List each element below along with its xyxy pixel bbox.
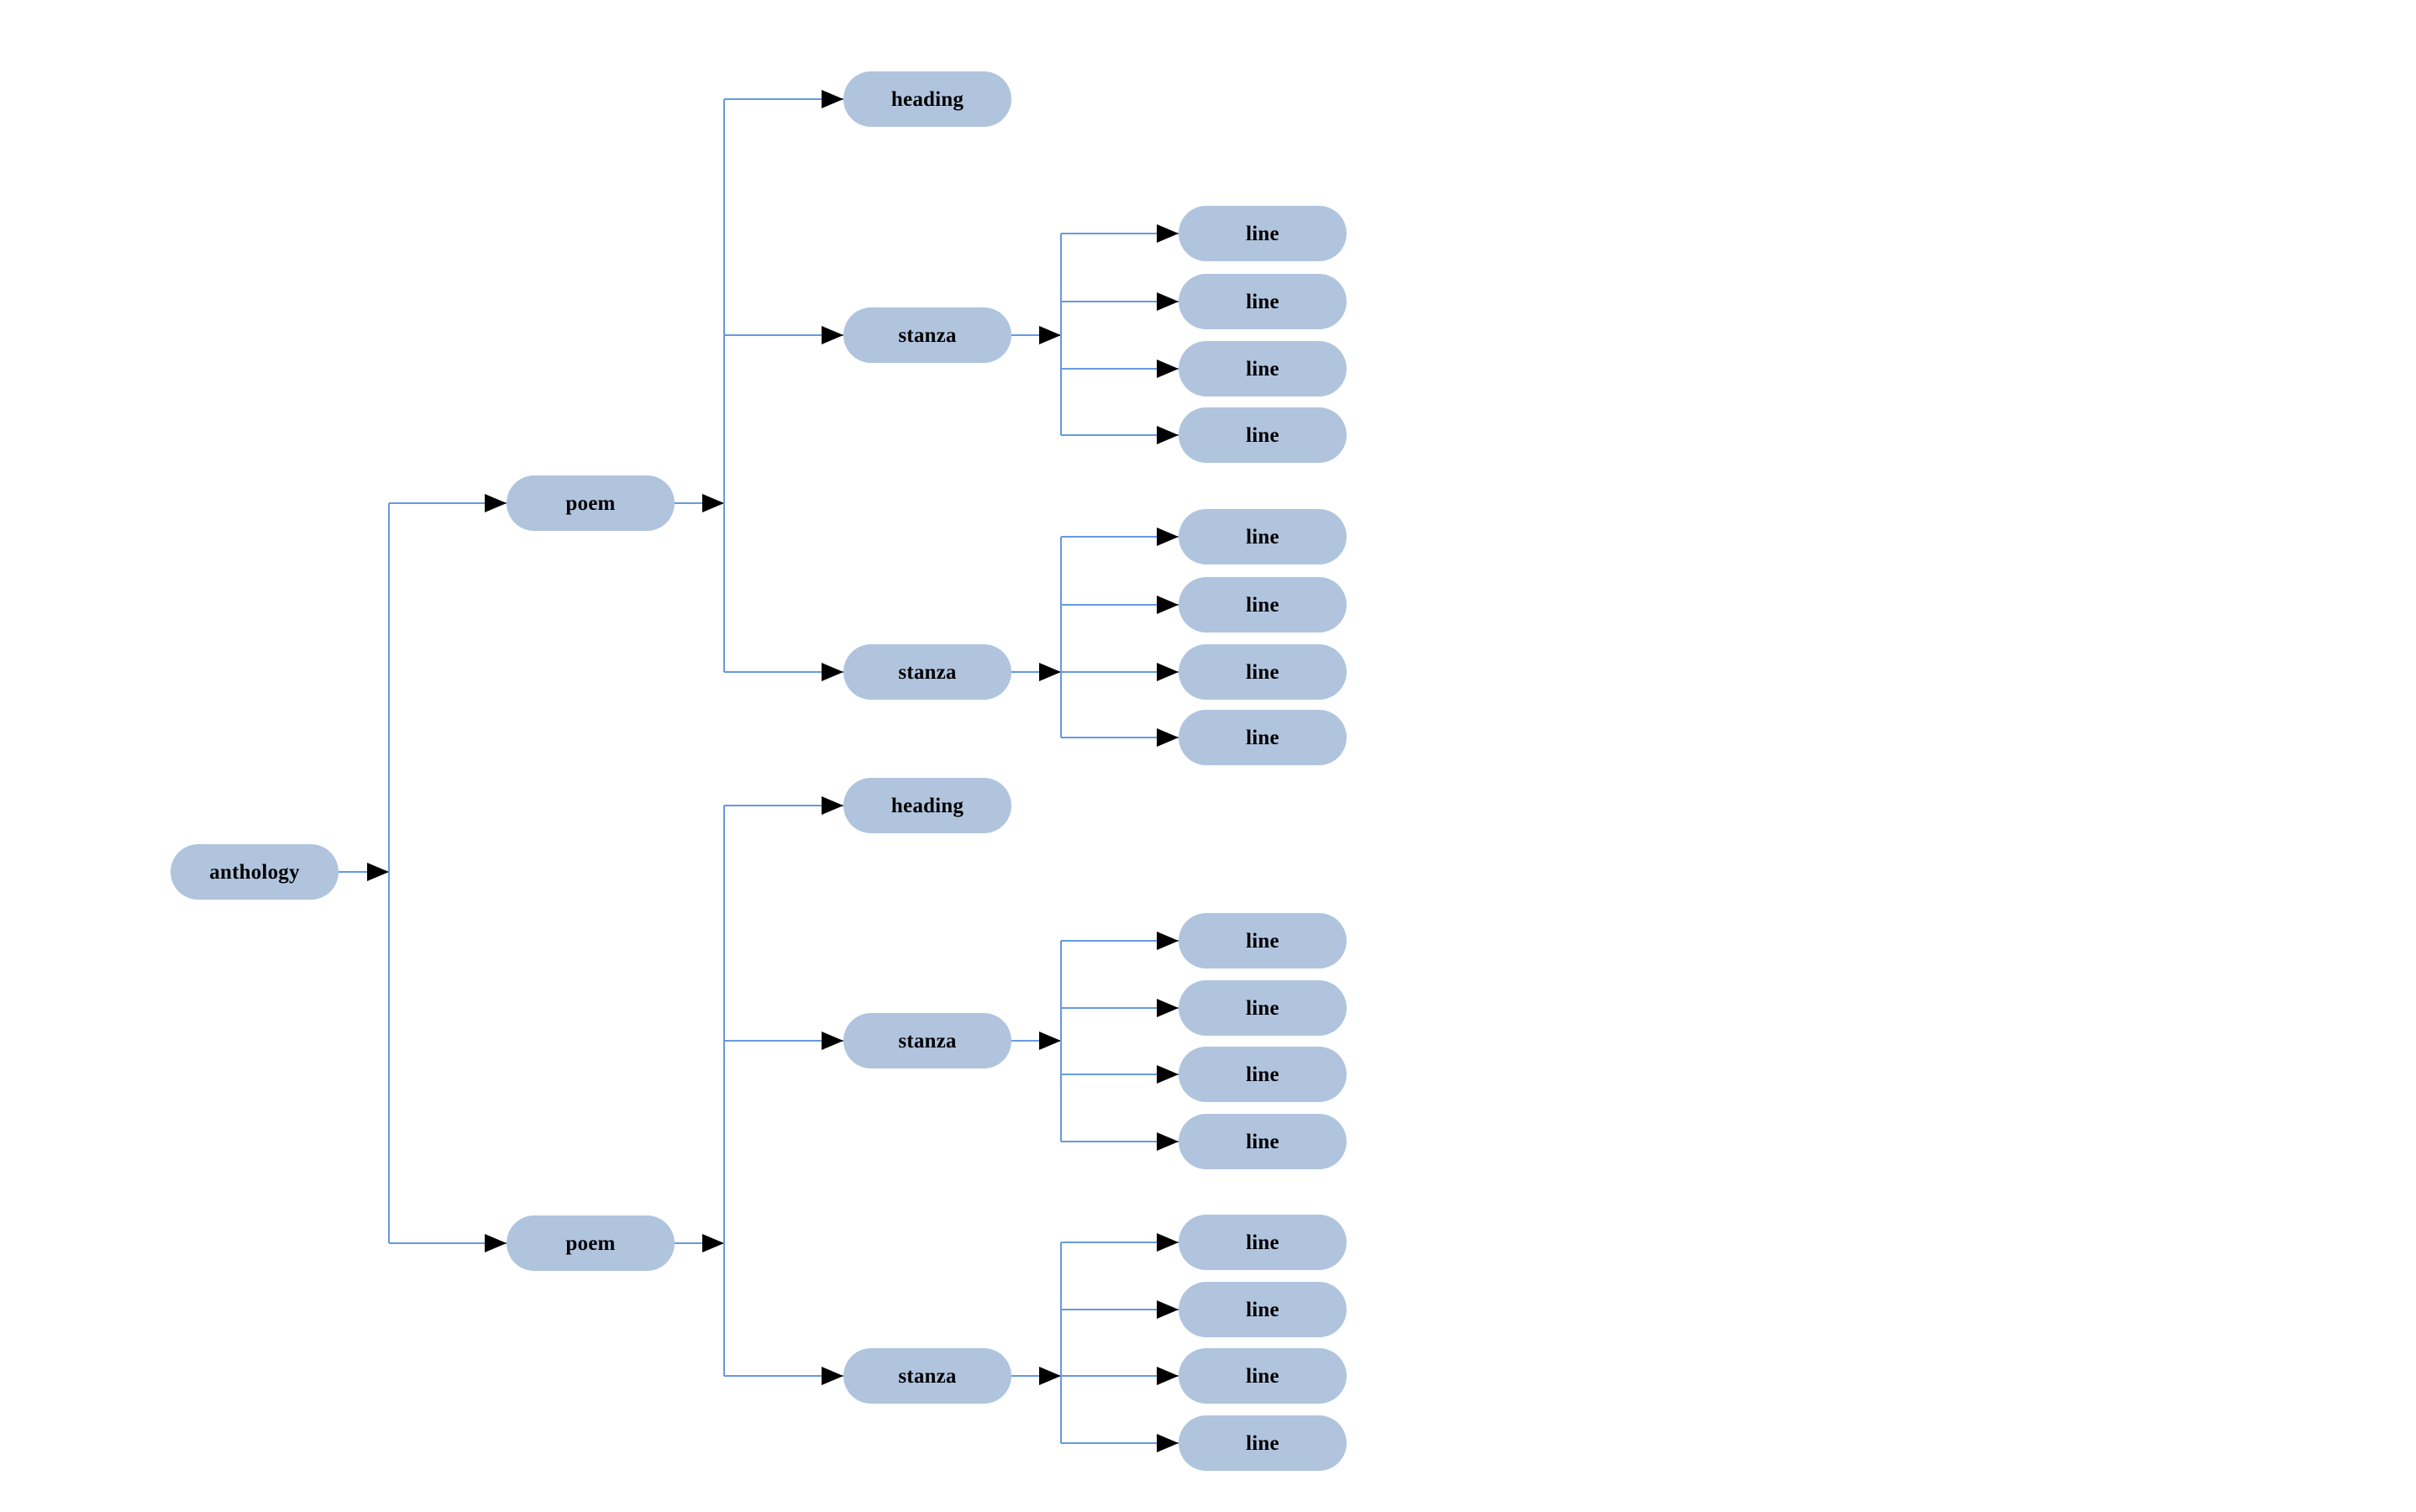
tree-node-stanza3[interactable]: stanza (843, 1013, 1011, 1068)
arrow-head-icon (822, 326, 843, 344)
tree-node-label: heading (890, 794, 964, 817)
tree-node-p1s2line3[interactable]: line (1179, 644, 1347, 700)
tree-node-label: line (1246, 1063, 1279, 1086)
tree-node-label: poem (565, 491, 616, 515)
tree-node-p1s2line4[interactable]: line (1179, 710, 1347, 765)
arrow-head-icon (485, 494, 507, 512)
tree-node-label: line (1246, 1431, 1279, 1455)
arrow-head-icon (822, 1367, 843, 1385)
arrow-head-icon (1157, 1065, 1179, 1084)
tree-node-label: line (1246, 222, 1279, 245)
tree-node-label: line (1246, 1298, 1279, 1321)
arrow-head-icon (702, 494, 724, 512)
tree-node-label: line (1246, 660, 1279, 684)
tree-node-label: line (1246, 357, 1279, 381)
tree-node-label: line (1246, 1130, 1279, 1153)
tree-node-p2s1line1[interactable]: line (1179, 913, 1347, 969)
tree-node-label: line (1246, 726, 1279, 749)
tree-node-heading2[interactable]: heading (843, 778, 1011, 833)
tree-node-p1s1line3[interactable]: line (1179, 341, 1347, 396)
arrow-head-icon (485, 1234, 507, 1252)
arrow-head-icon (367, 863, 389, 881)
arrow-head-icon (1157, 528, 1179, 546)
tree-node-stanza4[interactable]: stanza (843, 1348, 1011, 1404)
tree-node-p2s2line1[interactable]: line (1179, 1215, 1347, 1270)
tree-node-p1s1line2[interactable]: line (1179, 274, 1347, 329)
arrow-head-icon (1157, 360, 1179, 378)
arrow-head-icon (1157, 292, 1179, 311)
tree-node-label: line (1246, 423, 1279, 447)
tree-node-heading1[interactable]: heading (843, 71, 1011, 127)
tree-node-p2s2line4[interactable]: line (1179, 1415, 1347, 1471)
tree-node-label: anthology (209, 860, 300, 884)
tree-node-p2s2line3[interactable]: line (1179, 1348, 1347, 1404)
arrow-head-icon (1157, 596, 1179, 614)
arrow-head-icon (822, 1032, 843, 1050)
arrow-head-icon (1039, 1367, 1061, 1385)
tree-node-label: heading (890, 87, 964, 111)
tree-node-label: line (1246, 1231, 1279, 1254)
arrow-head-icon (1039, 1032, 1061, 1050)
tree-node-anthology[interactable]: anthology (171, 844, 339, 900)
arrow-head-icon (1157, 663, 1179, 681)
tree-node-p1s1line1[interactable]: line (1179, 206, 1347, 261)
arrow-head-icon (1157, 1233, 1179, 1252)
tree-node-p2s2line2[interactable]: line (1179, 1282, 1347, 1337)
arrow-head-icon (1157, 224, 1179, 243)
tree-node-label: poem (565, 1231, 616, 1255)
arrow-head-icon (1157, 999, 1179, 1017)
arrow-head-icon (822, 796, 843, 815)
tree-node-p1s2line2[interactable]: line (1179, 577, 1347, 633)
arrow-head-icon (1157, 1132, 1179, 1151)
tree-node-stanza2[interactable]: stanza (843, 644, 1011, 700)
arrow-head-icon (1157, 1300, 1179, 1319)
tree-node-label: line (1246, 1364, 1279, 1388)
arrow-head-icon (1157, 426, 1179, 444)
tree-node-poem1[interactable]: poem (507, 475, 675, 531)
arrow-head-icon (822, 663, 843, 681)
tree-node-p2s1line4[interactable]: line (1179, 1114, 1347, 1169)
arrow-head-icon (1039, 326, 1061, 344)
arrow-head-icon (822, 90, 843, 108)
arrow-head-icon (1157, 728, 1179, 747)
tree-node-label: line (1246, 996, 1279, 1020)
tree-node-poem2[interactable]: poem (507, 1215, 675, 1271)
tree-node-label: line (1246, 290, 1279, 313)
arrow-head-icon (702, 1234, 724, 1252)
tree-node-label: stanza (898, 1364, 957, 1388)
tree-node-label: line (1246, 593, 1279, 617)
arrow-head-icon (1039, 663, 1061, 681)
tree-node-label: line (1246, 525, 1279, 549)
tree-node-label: stanza (898, 660, 957, 684)
tree-node-p2s1line2[interactable]: line (1179, 980, 1347, 1036)
tree-node-label: stanza (898, 323, 957, 347)
tree-node-p1s1line4[interactable]: line (1179, 407, 1347, 463)
tree-node-stanza1[interactable]: stanza (843, 307, 1011, 363)
tree-node-p1s2line1[interactable]: line (1179, 509, 1347, 564)
arrow-head-icon (1157, 1434, 1179, 1452)
tree-node-label: stanza (898, 1029, 957, 1053)
arrow-head-icon (1157, 1367, 1179, 1385)
tree-node-label: line (1246, 929, 1279, 953)
tree-node-p2s1line3[interactable]: line (1179, 1047, 1347, 1102)
arrow-head-icon (1157, 932, 1179, 950)
